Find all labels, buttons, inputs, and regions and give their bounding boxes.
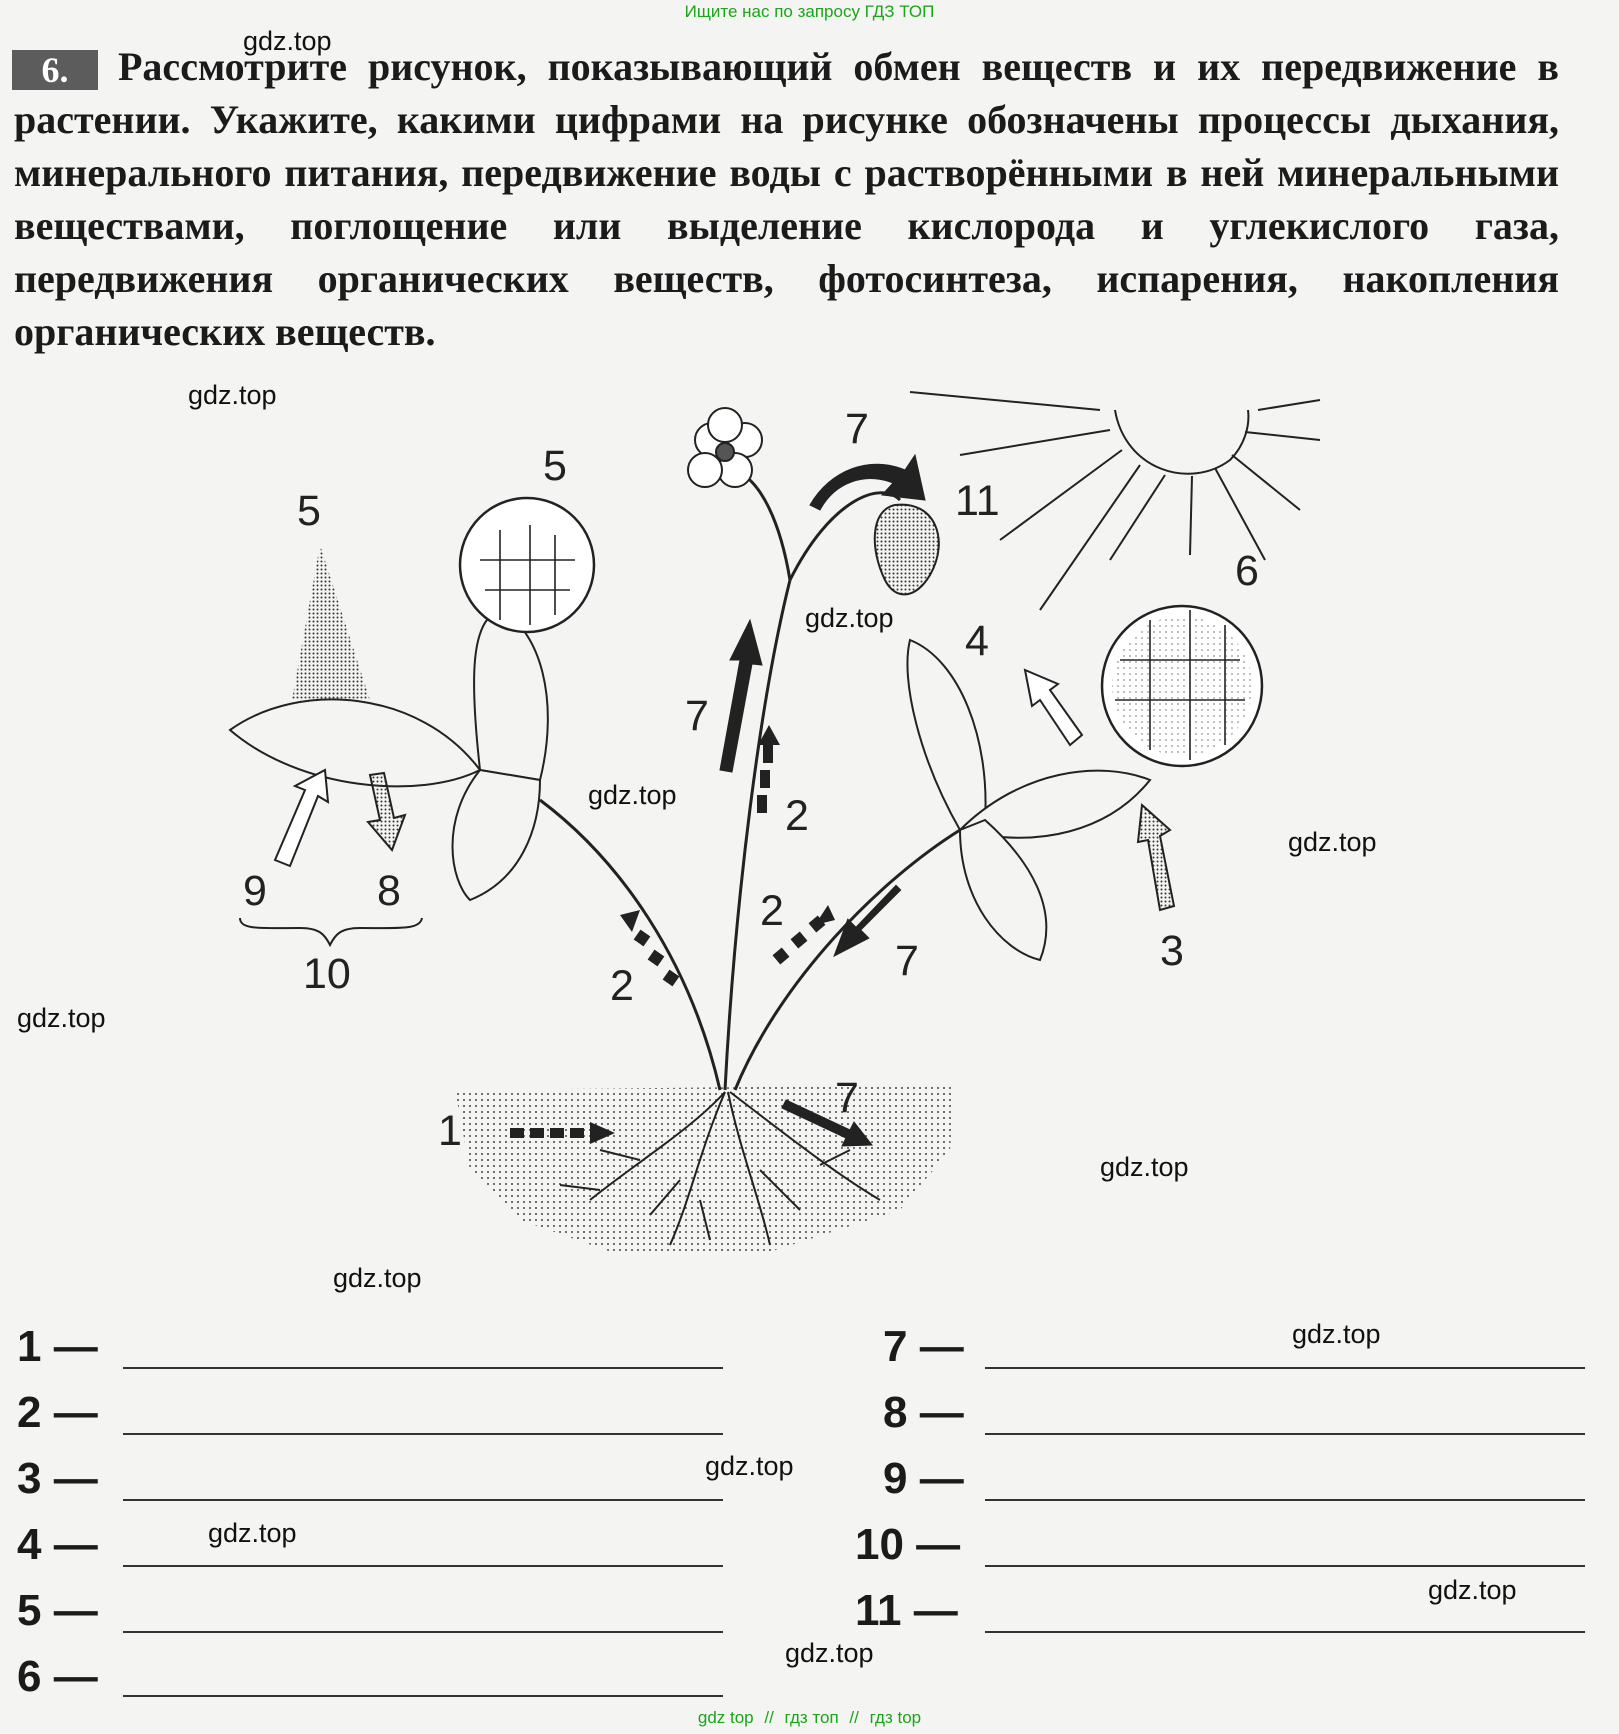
answer-label-7: 7 — <box>883 1322 964 1371</box>
label-6: 6 <box>1235 547 1259 595</box>
label-1: 1 <box>438 1107 462 1155</box>
arrow-7-down-left <box>833 884 902 958</box>
label-9: 9 <box>243 867 267 915</box>
label-7c: 7 <box>895 937 919 985</box>
answer-line-7[interactable] <box>985 1367 1585 1369</box>
watermark: gdz.top <box>208 1518 297 1548</box>
label-10: 10 <box>303 950 351 998</box>
right-leaves <box>906 638 1152 962</box>
watermark: gdz.top <box>1292 1319 1381 1349</box>
arrows <box>273 453 1176 1147</box>
answer-label-2: 2 — <box>17 1388 98 1437</box>
answer-label-8: 8 — <box>883 1388 964 1437</box>
arrow-8 <box>366 771 407 852</box>
flower <box>687 407 763 488</box>
watermark: gdz.top <box>785 1638 874 1668</box>
label-2b: 2 <box>760 887 784 935</box>
arrow-9 <box>273 768 330 868</box>
label-8: 8 <box>377 867 401 915</box>
label-3: 3 <box>1160 927 1184 975</box>
answer-line-4[interactable] <box>123 1565 723 1567</box>
label-2c: 2 <box>785 792 809 840</box>
label-7b: 7 <box>685 692 709 740</box>
answer-line-6[interactable] <box>123 1695 723 1697</box>
footer-link-b[interactable]: гдз топ <box>784 1708 839 1727</box>
answer-line-9[interactable] <box>985 1499 1585 1501</box>
answer-label-3: 3 — <box>17 1454 98 1503</box>
answer-line-5[interactable] <box>123 1631 723 1633</box>
left-leaves <box>228 608 549 902</box>
label-2a: 2 <box>610 962 634 1010</box>
label-7d: 7 <box>835 1074 859 1122</box>
answer-line-2[interactable] <box>123 1433 723 1435</box>
answer-label-4: 4 — <box>17 1520 98 1569</box>
answer-line-10[interactable] <box>985 1565 1585 1567</box>
answer-label-6: 6 — <box>17 1652 98 1701</box>
watermark: gdz.top <box>1428 1575 1517 1605</box>
watermark: gdz.top <box>1288 827 1377 857</box>
arrows-2-dashed <box>510 725 835 1144</box>
footer-link-a[interactable]: gdz top <box>697 1708 754 1727</box>
roots <box>559 1091 881 1246</box>
watermark: gdz.top <box>188 380 277 410</box>
arrow-7-up <box>719 618 763 773</box>
transpiration-cone <box>292 545 370 700</box>
label-5b: 5 <box>543 442 567 490</box>
answer-label-10: 10 — <box>855 1520 961 1569</box>
arrow-3 <box>1136 802 1176 912</box>
arrow-7-root <box>781 1099 874 1147</box>
answer-line-1[interactable] <box>123 1367 723 1369</box>
arrow-4 <box>1023 668 1084 747</box>
footer-link-c[interactable]: гдз top <box>869 1708 922 1727</box>
cell-circle-6 <box>1100 604 1264 768</box>
task-text: Рассмотрите рисунок, показывающий обмен … <box>14 44 1559 354</box>
strawberry <box>873 503 940 596</box>
answer-line-8[interactable] <box>985 1433 1585 1435</box>
task-number-badge: 6. <box>12 50 98 90</box>
watermark: gdz.top <box>17 1003 106 1033</box>
watermark: gdz.top <box>1100 1152 1189 1182</box>
answer-label-9: 9 — <box>883 1454 964 1503</box>
cell-circle-5 <box>458 496 596 634</box>
label-5a: 5 <box>297 487 321 535</box>
footer-links: gdz top // гдз топ // гдз top <box>0 1708 1619 1728</box>
answer-line-11[interactable] <box>985 1631 1585 1633</box>
label-7a: 7 <box>845 405 869 453</box>
watermark: gdz.top <box>705 1451 794 1481</box>
brace-10 <box>239 917 423 948</box>
label-11: 11 <box>955 477 1000 525</box>
label-4: 4 <box>965 617 989 665</box>
footer-separator: // <box>764 1708 774 1727</box>
watermark: gdz.top <box>243 26 332 56</box>
footer-separator: // <box>849 1708 859 1727</box>
answer-label-5: 5 — <box>17 1586 98 1635</box>
watermark: gdz.top <box>333 1263 422 1293</box>
sun <box>909 391 1321 611</box>
watermark: gdz.top <box>588 780 677 810</box>
answer-label-11: 11 — <box>855 1586 958 1635</box>
answer-line-3[interactable] <box>123 1499 723 1501</box>
top-search-banner[interactable]: Ищите нас по запросу ГДЗ ТОП <box>684 2 935 21</box>
arrow-7-curved <box>809 453 926 511</box>
watermark: gdz.top <box>805 603 894 633</box>
answer-label-1: 1 — <box>17 1322 98 1371</box>
